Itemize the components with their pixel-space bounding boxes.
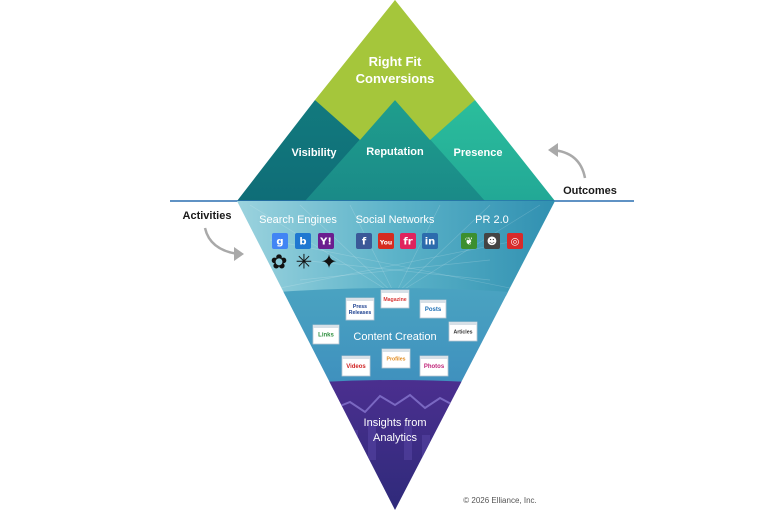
right-fit-peak xyxy=(315,0,475,140)
activities-label: Activities xyxy=(183,210,232,222)
outcomes-arrowhead xyxy=(548,143,558,157)
svg-text:Posts: Posts xyxy=(425,307,442,313)
reddit-icon: ☻ xyxy=(484,233,500,249)
search-engines-heading: Search Engines xyxy=(259,214,337,226)
svg-text:Y!: Y! xyxy=(319,237,332,248)
google-icon: g xyxy=(272,233,288,249)
facebook-icon: f xyxy=(356,233,372,249)
content-card-posts: Posts xyxy=(419,299,447,319)
reputation-section xyxy=(305,100,485,201)
pr-icons: ❦ ☻ ◎ xyxy=(461,233,523,249)
social-network-icons: f You fr in xyxy=(356,233,438,249)
yahoo-icon: Y! xyxy=(318,233,334,249)
svg-text:Articles: Articles xyxy=(453,330,472,336)
presence-label: Presence xyxy=(454,147,503,159)
social-networks-heading: Social Networks xyxy=(356,214,435,226)
svg-text:Releases: Releases xyxy=(349,310,372,316)
content-card-articles: Articles xyxy=(448,321,478,342)
svg-text:Press: Press xyxy=(353,304,367,310)
activities-arrow xyxy=(203,227,239,256)
svg-text:☻: ☻ xyxy=(487,236,497,248)
ai-engine-icons: ✿ ✳ ✦ xyxy=(271,249,338,273)
outcomes-label: Outcomes xyxy=(563,185,617,197)
content-card-links: Links xyxy=(312,324,340,345)
content-card-profiles: Profiles xyxy=(381,348,411,369)
evernote-icon: ❦ xyxy=(461,233,477,249)
gemini-icon: ✦ xyxy=(321,249,338,273)
flickr-icon: fr xyxy=(400,233,416,249)
perplexity-icon: ✳ xyxy=(296,249,313,273)
target-icon: ◎ xyxy=(507,233,523,249)
copyright-text: © 2026 Elliance, Inc. xyxy=(463,496,537,505)
youtube-icon: You xyxy=(378,233,394,249)
activities-arrowhead xyxy=(234,247,244,261)
linkedin-icon: in xyxy=(422,233,438,249)
insights-line2: Analytics xyxy=(373,432,418,444)
svg-text:b: b xyxy=(299,237,306,248)
svg-text:Profiles: Profiles xyxy=(386,357,405,363)
right-fit-title-line2: Conversions xyxy=(356,71,435,86)
svg-text:fr: fr xyxy=(403,237,412,248)
svg-text:Magazine: Magazine xyxy=(383,297,406,303)
chatgpt-icon: ✿ xyxy=(271,249,288,273)
content-card-photos: Photos xyxy=(419,355,449,377)
svg-text:f: f xyxy=(362,237,367,248)
right-fit-title-line1: Right Fit xyxy=(369,54,422,69)
analytics-sparkline xyxy=(329,393,456,414)
svg-text:✳: ✳ xyxy=(296,249,313,273)
svg-text:g: g xyxy=(276,237,283,248)
content-card-magazine: Magazine xyxy=(380,289,410,309)
svg-text:◎: ◎ xyxy=(511,237,520,248)
content-creation-label: Content Creation xyxy=(353,331,436,343)
reputation-label: Reputation xyxy=(366,146,424,158)
visibility-label: Visibility xyxy=(291,147,337,159)
svg-text:Photos: Photos xyxy=(424,364,445,370)
insights-line1: Insights from xyxy=(364,417,427,429)
bing-icon: b xyxy=(295,233,311,249)
svg-text:✦: ✦ xyxy=(321,249,338,273)
svg-text:✿: ✿ xyxy=(271,249,288,273)
svg-text:You: You xyxy=(379,240,392,247)
content-card-videos: Videos xyxy=(341,355,371,377)
svg-text:in: in xyxy=(425,237,436,248)
search-engine-icons: g b Y! xyxy=(272,233,334,249)
pr-heading: PR 2.0 xyxy=(475,214,509,226)
svg-text:❦: ❦ xyxy=(465,237,473,248)
svg-text:Videos: Videos xyxy=(346,364,366,370)
svg-text:Links: Links xyxy=(318,333,334,339)
